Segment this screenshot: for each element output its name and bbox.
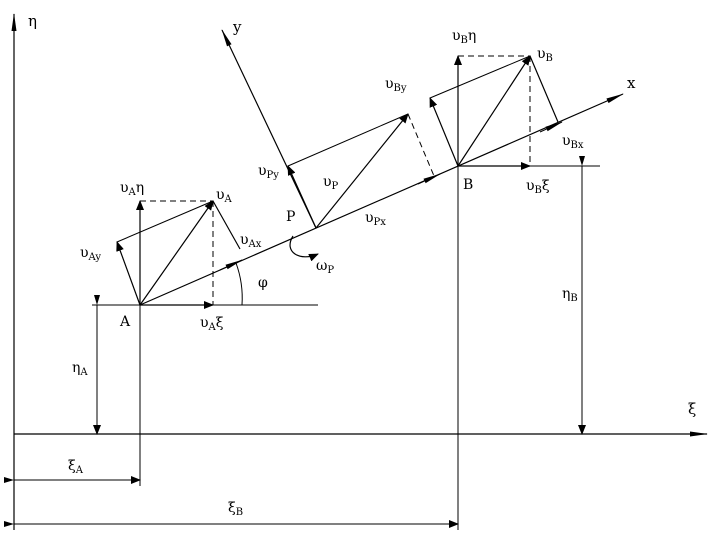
vPy-label: υPy	[258, 163, 279, 181]
vBx-seg	[529, 55, 559, 123]
vBxi-label: υBξ	[526, 178, 550, 196]
y-axis-label: y	[232, 18, 242, 36]
phi-arc	[235, 262, 243, 306]
vAx-arrow	[212, 200, 241, 250]
vA-label: υA	[216, 187, 233, 205]
x-axis-arrow-a	[219, 259, 243, 271]
vBx-label: υBx	[562, 133, 584, 151]
omega-label: ωP	[316, 258, 334, 276]
vA-dash-y	[116, 200, 214, 243]
vP-to-py	[287, 113, 409, 167]
vA-arrow	[139, 200, 214, 306]
x-axis-arrow-b	[539, 121, 563, 133]
vAy-label: υAy	[80, 245, 101, 263]
vB-label: υB	[537, 46, 553, 64]
omega-arc	[289, 235, 319, 262]
vP-dash	[407, 113, 435, 177]
vPx-label: υPx	[365, 210, 386, 228]
vBy-label: υBy	[385, 76, 407, 94]
vAeta-label: υAη	[120, 180, 144, 198]
vBy-arrow	[429, 97, 459, 167]
vBeta-label: υBη	[452, 28, 476, 46]
vAy-arrow	[116, 241, 141, 306]
xiA-label: ξA	[68, 458, 84, 476]
vAx-label: υAx	[240, 232, 262, 250]
etaA-label: ηA	[72, 360, 88, 378]
xi-axis-label: ξ	[688, 400, 696, 418]
vB-arrow	[457, 55, 531, 167]
y-axis	[221, 29, 317, 229]
eta-axis-label: η	[28, 12, 37, 30]
vPy-arrow	[287, 165, 317, 229]
point-a-label: A	[119, 314, 131, 330]
x-axis-label: x	[627, 74, 636, 92]
x-axis-arrow-p	[417, 173, 441, 185]
vAxi-label: υAξ	[200, 315, 224, 333]
vBy-to-vB	[429, 55, 531, 99]
point-p-label: P	[286, 209, 295, 225]
phi-label: φ	[258, 275, 268, 291]
etaB-label: ηB	[562, 286, 578, 304]
vP-label: υP	[323, 174, 339, 192]
vP-arrow	[315, 113, 409, 229]
xiB-label: ξB	[228, 500, 243, 518]
point-b-label: B	[463, 177, 473, 193]
